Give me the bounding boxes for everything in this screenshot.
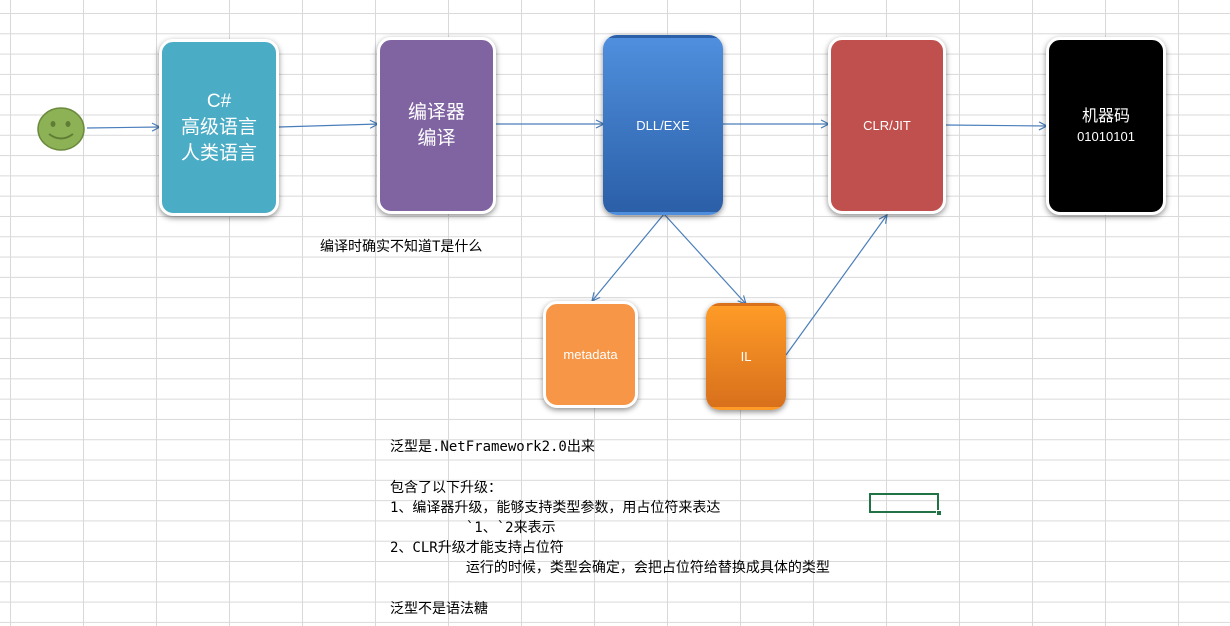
- arrow-il-to-clr: [785, 215, 887, 356]
- selected-cell[interactable]: [869, 493, 939, 513]
- arrow-dll-to-metadata: [592, 213, 665, 301]
- arrow-smiley-to-csharp: [86, 127, 160, 128]
- clr-jit-box: CLR/JIT: [828, 37, 946, 214]
- notes-line-6: 2、CLR升级才能支持占位符: [390, 540, 564, 556]
- machine-code-label: 机器码: [1081, 108, 1130, 125]
- clr-jit-label: CLR/JIT: [863, 118, 911, 133]
- il-box: IL: [706, 303, 786, 410]
- arrow-csharp-to-compiler: [278, 124, 378, 127]
- metadata-box: metadata: [543, 301, 638, 408]
- notes-line-9: 泛型不是语法糖: [390, 601, 488, 617]
- csharp-human-language-label: 人类语言: [180, 142, 257, 164]
- dll-exe-box: DLL/EXE: [603, 35, 723, 215]
- compiler-box: 编译器 编译: [377, 37, 496, 214]
- csharp-high-level-label: 高级语言: [180, 116, 257, 138]
- notes-line-4: 1、编译器升级，能够支持类型参数，用占位符来表达: [390, 500, 721, 516]
- notes-line-5: `1、`2来表示: [390, 520, 556, 536]
- cell-fill-handle[interactable]: [936, 510, 942, 516]
- csharp-box: C# 高级语言 人类语言: [159, 39, 279, 216]
- compiler-label: 编译器: [407, 101, 465, 123]
- notes-line-3: 包含了以下升级：: [390, 480, 502, 496]
- compile-time-note: 编译时确实不知道T是什么: [320, 239, 483, 255]
- arrow-dll-to-il: [663, 213, 746, 304]
- machine-code-box: 机器码 01010101: [1046, 37, 1166, 215]
- arrow-clr-to-machine-code: [945, 125, 1047, 126]
- metadata-label: metadata: [563, 347, 618, 362]
- machine-code-bits: 01010101: [1077, 129, 1135, 144]
- dll-exe-label: DLL/EXE: [636, 117, 690, 133]
- notes-line-1: 泛型是.NetFramework2.0出来: [390, 439, 595, 455]
- csharp-label: C#: [206, 90, 232, 112]
- il-label: IL: [740, 349, 752, 364]
- notes-line-7: 运行的时候，类型会确定，会把占位符给替换成具体的类型: [390, 560, 830, 576]
- compile-label: 编译: [417, 127, 456, 149]
- smiley-face-icon: [37, 107, 85, 151]
